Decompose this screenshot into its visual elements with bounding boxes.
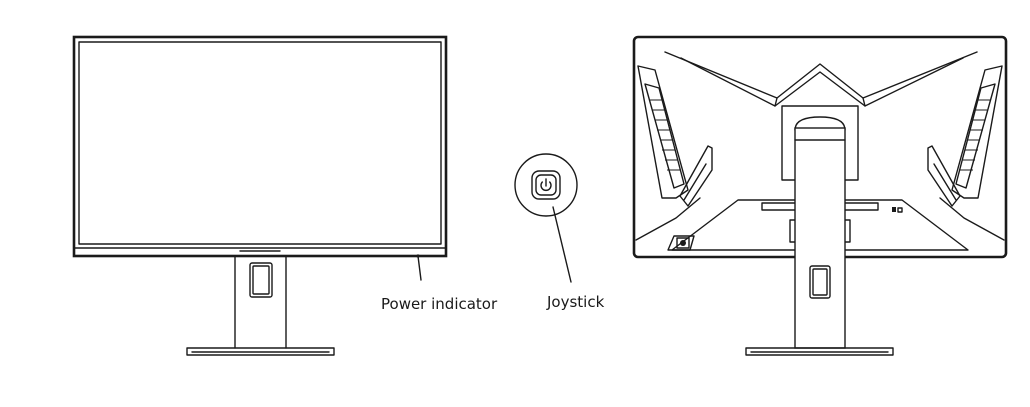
power-indicator-label: Power indicator: [381, 295, 498, 313]
front-stand-neck: [234, 255, 287, 349]
back-left-vent: [637, 65, 713, 207]
power-indicator-led: [416, 254, 420, 258]
back-top-chevron: [664, 51, 978, 107]
power-icon: [540, 178, 552, 191]
monitor-front-view: [72, 35, 448, 356]
joystick-detail: [514, 153, 578, 283]
back-power-port: [667, 235, 695, 251]
front-screen-bezel: [72, 35, 448, 258]
back-right-vent: [927, 65, 1003, 207]
joystick-detail-circle: [514, 153, 578, 217]
front-screen-panel: [78, 41, 442, 245]
back-stand-base: [745, 347, 894, 356]
monitor-back-view: [632, 35, 1008, 356]
joystick-label: Joystick: [546, 293, 605, 311]
front-stand-base: [186, 347, 335, 356]
back-stand-neck: [794, 116, 846, 349]
power-indicator-leader: [417, 255, 422, 281]
joystick-leader: [552, 206, 572, 283]
joystick-button: [535, 174, 557, 196]
